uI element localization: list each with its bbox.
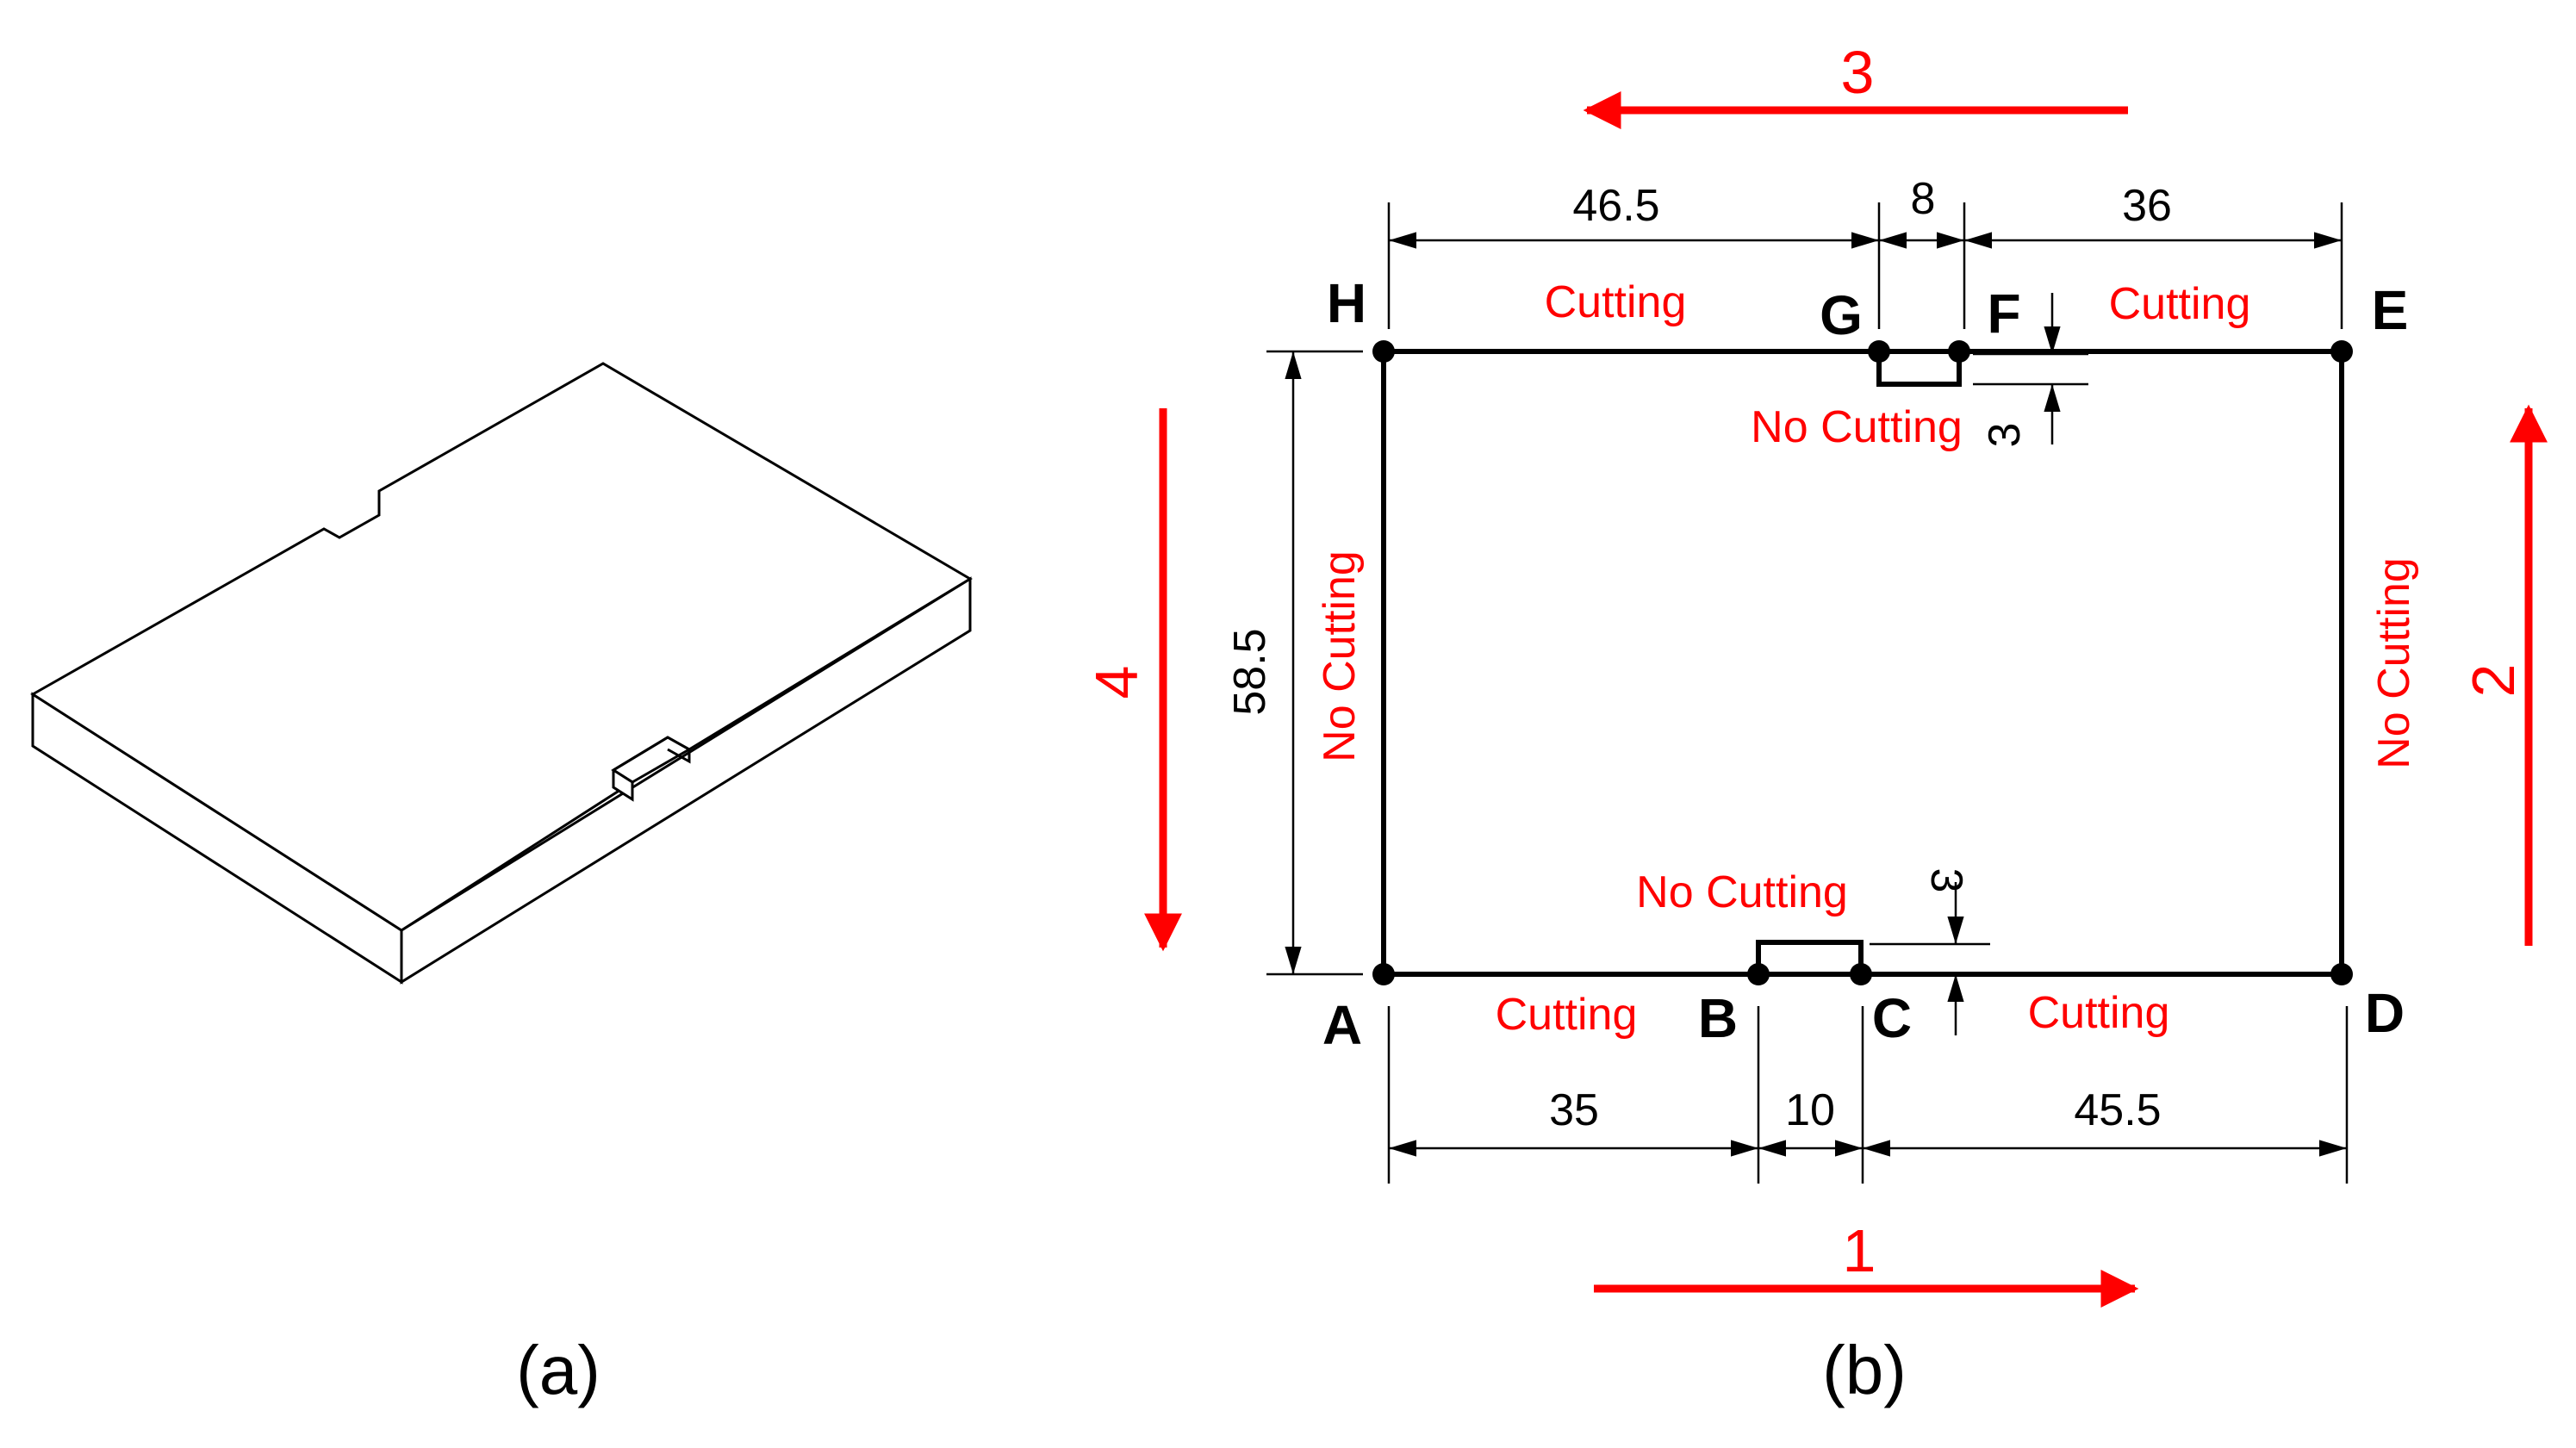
direction-label-2: 2 (2460, 664, 2527, 698)
edge-label-right: No Cutting (2369, 557, 2419, 769)
point-label-D: D (2365, 982, 2405, 1044)
point-C-dot (1850, 963, 1872, 985)
edge-label-top-left: Cutting (1545, 277, 1687, 327)
point-G-dot (1868, 340, 1890, 363)
point-D-dot (2330, 963, 2353, 985)
edge-label-left: No Cutting (1315, 550, 1365, 762)
edge-label-top-notch: No Cutting (1751, 402, 1963, 452)
point-label-C: C (1872, 987, 1912, 1049)
direction-label-3: 3 (1841, 39, 1875, 106)
point-H-dot (1372, 340, 1395, 363)
block-right-face (400, 576, 972, 985)
point-label-B: B (1698, 987, 1738, 1049)
point-label-A: A (1322, 994, 1362, 1056)
bottom-notch-depth (1870, 882, 1990, 1035)
edge-label-bottom-notch: No Cutting (1636, 867, 1848, 917)
caption-b: (b) (1822, 1332, 1907, 1408)
dim-AB: 35 (1549, 1085, 1599, 1135)
caption-a: (a) (516, 1332, 600, 1408)
direction-label-4: 4 (1083, 666, 1150, 699)
dim-HG: 46.5 (1572, 181, 1659, 231)
height-dimension (1266, 350, 1363, 976)
top-notch-depth (1973, 293, 2088, 444)
top-dimensions (1387, 202, 2343, 329)
dim-CD: 45.5 (2074, 1085, 2161, 1135)
point-A-dot (1372, 963, 1395, 985)
bottom-dimensions (1387, 1006, 2349, 1184)
point-label-H: H (1327, 272, 1366, 334)
isometric-block (30, 362, 973, 985)
edge-label-bottom-right: Cutting (2028, 988, 2170, 1038)
edge-label-top-right: Cutting (2109, 279, 2251, 329)
dim-notch-top: 3 (1980, 423, 2030, 448)
point-label-E: E (2372, 279, 2409, 341)
point-label-F: F (1987, 283, 2020, 345)
dim-BC: 10 (1785, 1085, 1835, 1135)
point-E-dot (2330, 340, 2353, 363)
dim-GF: 8 (1911, 174, 1936, 224)
point-B-dot (1747, 963, 1770, 985)
dim-FE: 36 (2122, 181, 2172, 231)
point-F-dot (1948, 340, 1970, 363)
plan-drawing: A B C D E F G H 35 10 45.5 (1083, 39, 2548, 1308)
direction-label-1: 1 (1843, 1217, 1876, 1284)
dim-notch-bottom: 3 (1921, 868, 1971, 893)
front-notch (612, 736, 691, 802)
block-top-face (30, 362, 973, 932)
dim-height: 58.5 (1225, 628, 1275, 715)
edge-label-bottom-left: Cutting (1496, 990, 1638, 1040)
point-label-G: G (1820, 284, 1863, 346)
